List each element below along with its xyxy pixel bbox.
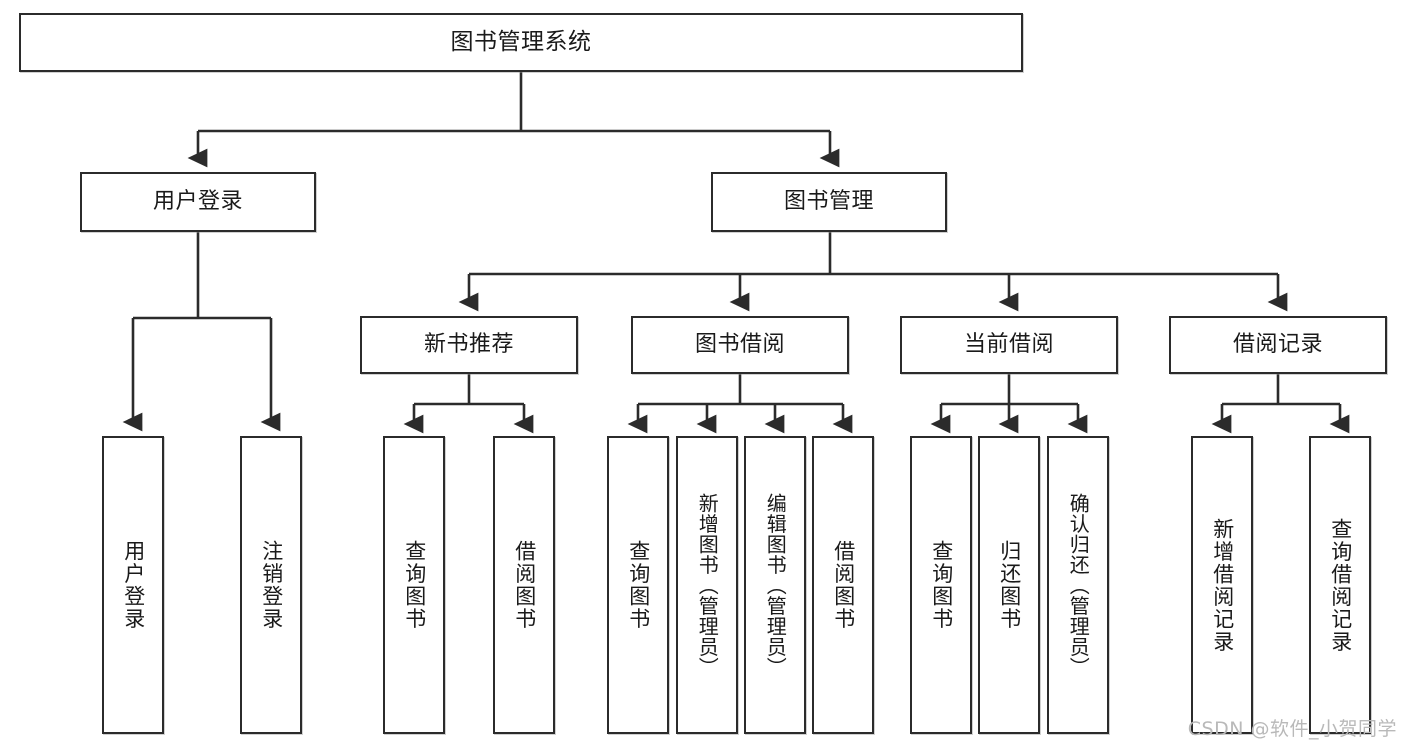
node-borrow-record[interactable]: 借阅记录 <box>1169 316 1387 374</box>
node-leaf-query-record[interactable]: 查询借阅记录 <box>1309 436 1371 734</box>
node-leaf-edit-book[interactable]: 编辑图书（管理员） <box>744 436 806 734</box>
node-leaf-query-book-3[interactable]: 查询图书 <box>910 436 972 734</box>
node-label: 当前借阅 <box>963 332 1054 358</box>
node-leaf-query-book-2[interactable]: 查询图书 <box>607 436 669 734</box>
node-user-login[interactable]: 用户登录 <box>80 172 316 232</box>
node-label: 查询图书 <box>402 540 427 630</box>
node-label: 查询图书 <box>929 540 954 630</box>
node-leaf-borrow-book-2[interactable]: 借阅图书 <box>812 436 874 734</box>
node-label: 查询图书 <box>626 540 651 630</box>
node-leaf-borrow-book-1[interactable]: 借阅图书 <box>493 436 555 734</box>
node-label: 编辑图书（管理员） <box>763 492 788 678</box>
node-label: 新书推荐 <box>423 332 514 358</box>
node-label: 图书借阅 <box>694 332 785 358</box>
node-label: 借阅记录 <box>1232 332 1323 358</box>
node-label: 图书管理 <box>783 189 874 215</box>
node-label: 图书管理系统 <box>450 28 592 55</box>
node-current-borrow[interactable]: 当前借阅 <box>900 316 1118 374</box>
node-label: 借阅图书 <box>831 540 856 630</box>
node-leaf-logout[interactable]: 注销登录 <box>240 436 302 734</box>
node-label: 用户登录 <box>152 189 243 215</box>
node-root-system[interactable]: 图书管理系统 <box>19 13 1023 72</box>
node-label: 确认归还（管理员） <box>1066 492 1091 678</box>
node-label: 借阅图书 <box>512 540 537 630</box>
node-label: 注销登录 <box>259 540 284 630</box>
node-leaf-return-book[interactable]: 归还图书 <box>978 436 1040 734</box>
csdn-watermark: CSDN @软件_小贺同学 <box>1187 718 1397 740</box>
node-book-manage[interactable]: 图书管理 <box>711 172 947 232</box>
node-book-borrow[interactable]: 图书借阅 <box>631 316 849 374</box>
node-leaf-user-login[interactable]: 用户登录 <box>102 436 164 734</box>
node-label: 新增图书（管理员） <box>695 492 720 678</box>
node-label: 查询借阅记录 <box>1328 517 1353 653</box>
node-leaf-query-book-1[interactable]: 查询图书 <box>383 436 445 734</box>
node-label: 新增借阅记录 <box>1210 517 1235 653</box>
node-new-book-recommend[interactable]: 新书推荐 <box>360 316 578 374</box>
node-leaf-confirm-return[interactable]: 确认归还（管理员） <box>1047 436 1109 734</box>
node-label: 用户登录 <box>121 540 146 630</box>
node-leaf-add-book[interactable]: 新增图书（管理员） <box>676 436 738 734</box>
node-label: 归还图书 <box>997 540 1022 630</box>
node-leaf-add-record[interactable]: 新增借阅记录 <box>1191 436 1253 734</box>
